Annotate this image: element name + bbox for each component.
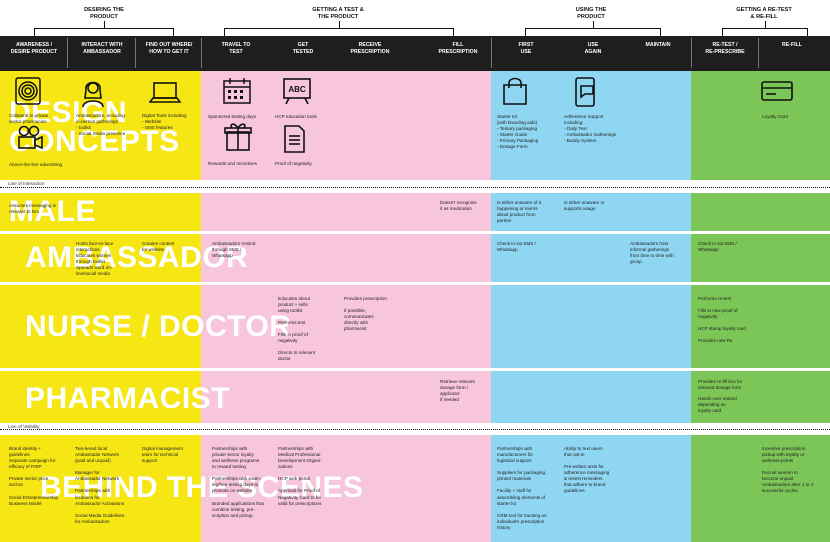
svg-text:ABC: ABC (288, 85, 306, 94)
phase-heading-test: GETTING A TEST &THE PRODUCT (312, 7, 364, 20)
note-hcp-tools: HCP education tools (275, 114, 317, 119)
phone-message-icon (575, 77, 595, 107)
note-proof-negativity: Proof of negativity (275, 161, 312, 166)
fingerprint-icon (15, 77, 41, 105)
note-sponsored-testing: Sponsored testing days (208, 114, 257, 119)
step-divider (758, 38, 759, 68)
phase-retest-background (691, 71, 830, 542)
phase-heading-retest: GETTING A RE-TEST& RE-FILL (736, 7, 792, 20)
row-separator (0, 180, 830, 193)
row-separator (0, 282, 830, 285)
note-nurse-retest: Performs re-test (698, 296, 731, 301)
note-amb-checkin-retest: Check in via SMS /Whatsapp (698, 241, 737, 253)
line-of-interaction-label: Line of Interaction (8, 181, 45, 186)
step-divider (67, 38, 68, 68)
row-title-male: MALE (9, 195, 96, 228)
note-nurse-prescription: Provides prescription (344, 296, 387, 301)
chalkboard-abc-icon: ABC (283, 78, 311, 105)
note-starter-kit: Starter Kit(with branding aids)- Tertiar… (497, 114, 539, 150)
step-maintain: MAINTAIN (645, 42, 671, 48)
phase-bracket-desire (34, 21, 174, 36)
note-digital-tools: Digital Tools including:- Website- SMS f… (142, 113, 188, 131)
row-title-pharmacist: PHARMACIST (25, 382, 230, 415)
phase-desire-background (0, 71, 201, 542)
film-camera-icon (18, 125, 43, 150)
woman-avatar-icon (82, 81, 104, 108)
note-amb-checkin-first: Check in via SMS /Whatsapp (497, 241, 536, 253)
row-separator (0, 368, 830, 371)
step-divider (135, 38, 136, 68)
note-nurse-new-rx: Provides new Rx (698, 338, 733, 343)
step-find-out: FIND OUT WHERE/HOW TO GET IT (145, 42, 193, 56)
note-nurse-performs: Performs test (278, 320, 306, 325)
phase-bracket-use (525, 21, 661, 36)
calendar-icon (223, 78, 251, 104)
note-nurse-stamp: HCP stamp loyalty card (698, 326, 746, 331)
phase-bracket-test (224, 21, 454, 36)
laptop-icon (149, 82, 181, 103)
row-title-nurse-doctor: NURSE / DOCTOR (25, 310, 292, 343)
line-of-visibility-label: Line of Visibility (8, 424, 40, 429)
gift-icon (224, 123, 252, 151)
step-divider (491, 38, 492, 68)
step-retest: RE-TEST /RE-PRESCRIBE (705, 42, 745, 56)
line-of-interaction (0, 187, 830, 188)
phase-bracket-retest (722, 21, 808, 36)
step-divider (201, 38, 202, 68)
note-loyalty-card: Loyalty Card (762, 114, 788, 119)
phase-use-background (491, 71, 691, 542)
note-atl-advertising: Above-the-line advertising (9, 162, 63, 167)
document-icon (284, 125, 305, 153)
line-of-visibility (0, 429, 830, 430)
row-title-design-concepts: DESIGN CONCEPTS (9, 96, 180, 159)
step-refill: RE-FILL (782, 42, 802, 48)
step-divider (691, 38, 692, 68)
row-title-behind-the-scenes: BEHIND THE SCENES (40, 471, 364, 504)
step-awareness: AWARENESS /DESIRE PRODUCT (10, 42, 58, 56)
shopping-bag-icon (503, 77, 527, 105)
row-title-ambassador: AMBASSADOR (25, 241, 249, 274)
note-rewards: Rewards and Incentives (208, 161, 258, 166)
loyalty-card-icon (761, 81, 793, 101)
row-separator (0, 231, 830, 234)
